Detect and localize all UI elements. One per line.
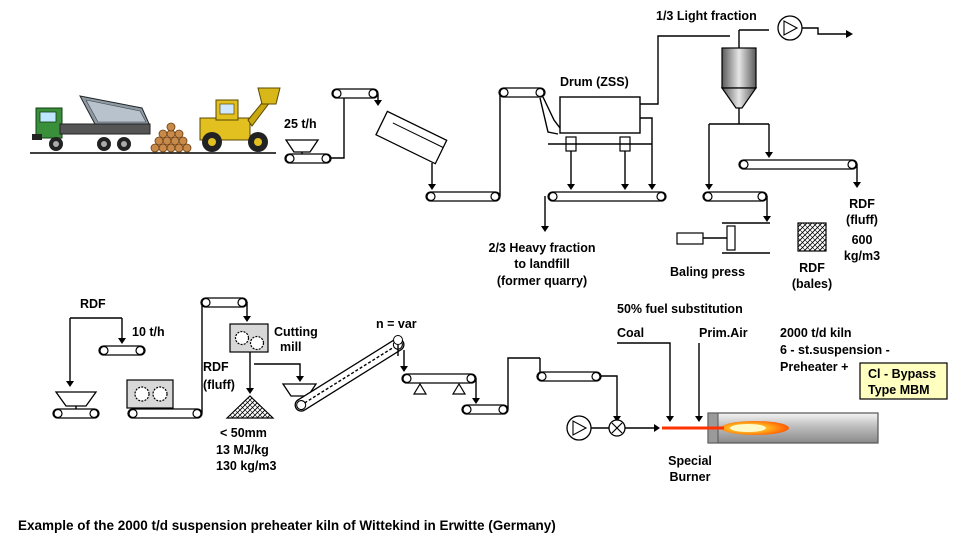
belt-conveyor-top-4 bbox=[498, 87, 546, 98]
drum-label: Drum (ZSS) bbox=[560, 75, 629, 89]
cyclone bbox=[720, 30, 758, 109]
cutting-mill-label-1: Cutting bbox=[274, 325, 318, 339]
density-right-2: kg/m3 bbox=[844, 249, 880, 263]
feed-hopper-bottom bbox=[54, 391, 98, 407]
belt-conveyor-top-1 bbox=[284, 153, 332, 164]
heavy-fraction-line3: (former quarry) bbox=[497, 274, 587, 288]
shredder-1 bbox=[126, 379, 174, 409]
speed-label: n = var bbox=[376, 317, 417, 331]
bypass-label-1: Cl - Bypass bbox=[868, 367, 936, 381]
vibrating-screen bbox=[375, 110, 448, 165]
belt-conveyor-feed bbox=[98, 345, 146, 356]
belt-conveyor-light-2 bbox=[702, 191, 768, 202]
belt-conveyor-bottom-1 bbox=[52, 408, 100, 419]
feed-rate-top-label: 25 t/h bbox=[284, 117, 317, 131]
belt-conveyor-light-1 bbox=[738, 159, 858, 170]
belt-conveyor-bottom-2 bbox=[127, 408, 203, 419]
wheel-loader-icon bbox=[199, 87, 281, 152]
rdf-bale-icon bbox=[797, 222, 827, 252]
bale-pile-icon bbox=[150, 122, 192, 153]
bypass-label-2: Type MBM bbox=[868, 383, 930, 397]
weighing-belt bbox=[401, 373, 477, 395]
figure-caption: Example of the 2000 t/d suspension prehe… bbox=[18, 518, 556, 533]
belt-conveyor-top-3 bbox=[425, 191, 501, 202]
kiln-label-3: Preheater + bbox=[780, 360, 848, 374]
light-fraction-label: 1/3 Light fraction bbox=[656, 9, 757, 23]
bypass-box: Cl - Bypass Type MBM bbox=[859, 362, 948, 400]
rdf-fluff-mid-1: RDF bbox=[203, 360, 229, 374]
rdf-fluff-right-1: RDF bbox=[849, 197, 875, 211]
spec-density: 130 kg/m3 bbox=[216, 459, 277, 473]
belt-conveyor-bottom-4 bbox=[461, 404, 509, 415]
fan-icon bbox=[777, 15, 803, 41]
rdf-fluff-right-2: (fluff) bbox=[846, 213, 878, 227]
baling-press bbox=[676, 222, 770, 254]
coal-label: Coal bbox=[617, 326, 644, 340]
rotary-kiln bbox=[707, 412, 879, 444]
feed-rate-bottom-label: 10 t/h bbox=[132, 325, 165, 339]
cutting-mill-label-2: mill bbox=[280, 340, 302, 354]
cutting-mill bbox=[229, 323, 269, 353]
fuel-substitution-label: 50% fuel substitution bbox=[617, 302, 743, 316]
belt-conveyor-bottom-5 bbox=[536, 371, 602, 382]
spec-energy: 13 MJ/kg bbox=[216, 443, 269, 457]
belt-conveyor-bottom-3 bbox=[200, 297, 248, 308]
inclined-conveyor bbox=[294, 337, 405, 412]
speed-motor-icon bbox=[393, 335, 403, 345]
belt-conveyor-under-drum bbox=[547, 191, 667, 202]
burner-label-1: Special bbox=[668, 454, 712, 468]
feed-hopper-top bbox=[284, 139, 320, 153]
density-right-1: 600 bbox=[852, 233, 873, 247]
rdf-bales-2: (bales) bbox=[792, 277, 832, 291]
baling-press-label: Baling press bbox=[670, 265, 745, 279]
fan-icon bbox=[566, 415, 592, 441]
drum-zss bbox=[548, 96, 652, 152]
rdf-fluff-mid-2: (fluff) bbox=[203, 378, 235, 392]
belt-conveyor-top-2 bbox=[331, 88, 379, 99]
spec-size: < 50mm bbox=[220, 426, 267, 440]
rdf-left-label: RDF bbox=[80, 297, 106, 311]
kiln-label-2: 6 - st.suspension - bbox=[780, 343, 890, 357]
dump-truck-icon bbox=[32, 95, 151, 151]
kiln-label-1: 2000 t/d kiln bbox=[780, 326, 852, 340]
heavy-fraction-line2: to landfill bbox=[514, 257, 570, 271]
rdf-fluff-pile-icon bbox=[225, 395, 275, 419]
valve-icon bbox=[608, 419, 626, 437]
rdf-bales-1: RDF bbox=[799, 261, 825, 275]
burner-label-2: Burner bbox=[670, 470, 711, 484]
heavy-fraction-line1: 2/3 Heavy fraction bbox=[489, 241, 596, 255]
prim-air-label: Prim.Air bbox=[699, 326, 748, 340]
